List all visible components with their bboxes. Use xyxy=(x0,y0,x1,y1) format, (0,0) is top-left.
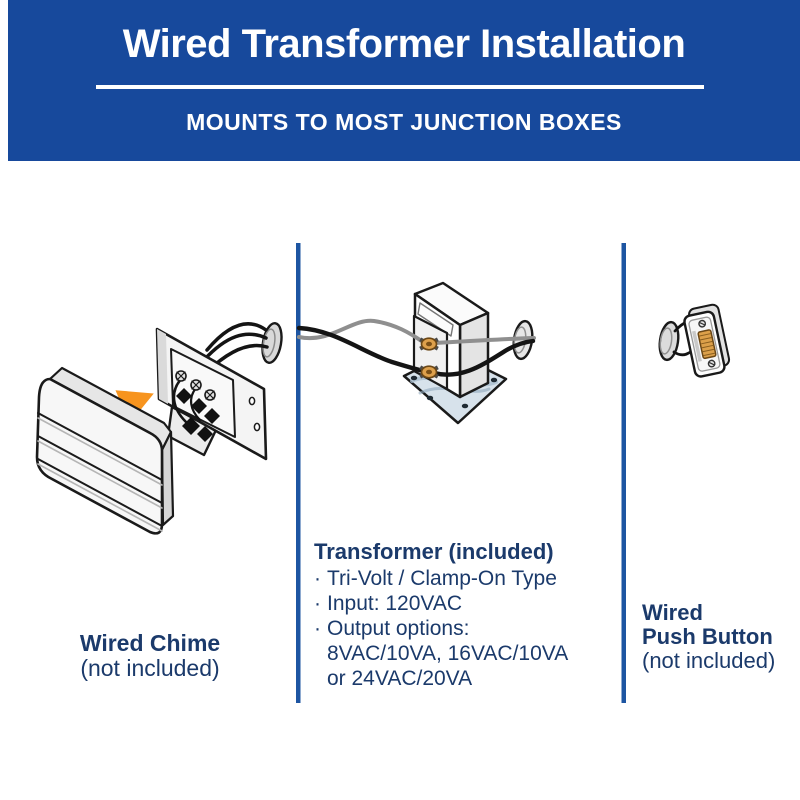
column-divider-right xyxy=(621,243,626,703)
bullet-text: Output options: xyxy=(327,617,470,640)
page-subtitle: MOUNTS TO MOST JUNCTION BOXES xyxy=(186,109,622,135)
push-button-caption: Wired Push Button (not included) xyxy=(642,601,798,673)
wire xyxy=(205,322,268,352)
output-line-text: 8VAC/10VA, 16VAC/10VA xyxy=(327,642,569,665)
page-title: Wired Transformer Installation xyxy=(122,22,686,66)
transformer-bullet-item: · Output options: xyxy=(314,616,614,641)
column-divider-left xyxy=(296,243,301,703)
output-line-text: or 24VAC/20VA xyxy=(327,667,473,690)
wired-chime-illustration xyxy=(35,322,283,535)
wire xyxy=(431,338,536,377)
bullet-marker: · xyxy=(314,592,321,615)
wire xyxy=(202,332,268,362)
chime-caption-note: (not included) xyxy=(80,655,220,681)
transformer-illustration xyxy=(296,281,536,425)
wire xyxy=(433,336,536,345)
transformer-bullet-item: · Input: 120VAC xyxy=(314,591,614,616)
chime-cover xyxy=(35,366,175,535)
bullet-text: Input: 120VAC xyxy=(327,592,463,615)
chime-caption-title: Wired Chime xyxy=(79,630,221,656)
wire xyxy=(172,377,188,424)
chime-caption: Wired Chime (not included) xyxy=(28,631,272,681)
transformer-output-line: 8VAC/10VA, 16VAC/10VA xyxy=(314,641,614,666)
push-button-caption-note: (not included) xyxy=(642,648,776,673)
header-band: Wired Transformer Installation MOUNTS TO… xyxy=(8,0,800,161)
push-button-caption-title-line1: Wired xyxy=(642,600,703,625)
transformer-body xyxy=(412,281,490,399)
bullet-text: Tri-Volt / Clamp-On Type xyxy=(327,567,557,590)
wire xyxy=(297,318,425,344)
wire xyxy=(296,325,431,375)
wire xyxy=(190,386,202,422)
push-button-illustration xyxy=(658,303,731,378)
transformer-caption-title: Transformer (included) xyxy=(314,539,554,564)
terminal-screw-icon xyxy=(419,337,439,379)
lighted-button xyxy=(697,329,717,360)
transformer-caption: Transformer (included) · Tri-Volt / Clam… xyxy=(314,539,614,691)
transformer-bullet-item: · Tri-Volt / Clamp-On Type xyxy=(314,566,614,591)
bullet-marker: · xyxy=(314,617,321,640)
push-button-body xyxy=(683,303,731,378)
header-divider-line xyxy=(96,85,704,89)
push-button-caption-title-line2: Push Button xyxy=(642,624,773,649)
transformer-output-line: or 24VAC/20VA xyxy=(314,666,614,691)
chime-mounting-plate xyxy=(155,327,268,461)
diamond-terminals xyxy=(176,388,220,442)
bullet-marker: · xyxy=(314,567,321,590)
